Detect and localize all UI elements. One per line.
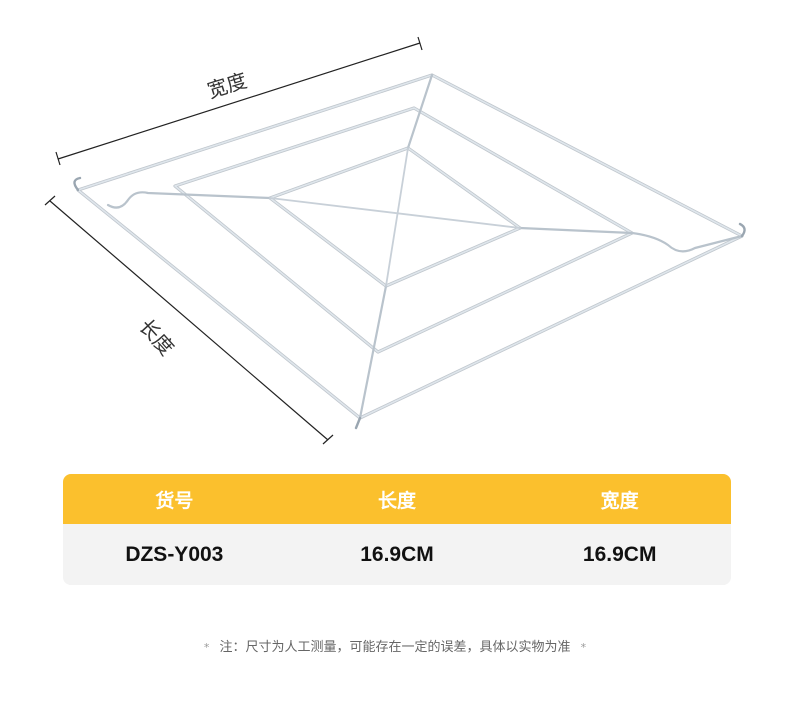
product-illustration: 宽度 长度 <box>44 36 746 445</box>
wire-trivet-image <box>73 73 746 430</box>
table-header-row: 货号 长度 宽度 <box>63 474 731 524</box>
table-row: DZS-Y003 16.9CM 16.9CM <box>63 524 731 585</box>
width-dimension-line <box>55 36 423 166</box>
header-item-number: 货号 <box>155 489 194 512</box>
cell-item-number: DZS-Y003 <box>125 542 224 566</box>
length-dimension-line <box>44 195 334 445</box>
note-star-icon: * <box>580 641 587 654</box>
spec-table: 货号 长度 宽度 DZS-Y003 16.9CM 16.9CM <box>63 474 731 585</box>
cell-width: 16.9CM <box>582 542 657 566</box>
width-label: 宽度 <box>204 68 249 103</box>
note-text: 注：尺寸为人工测量，可能存在一定的误差，具体以实物为准 <box>219 640 571 655</box>
cell-length: 16.9CM <box>360 542 434 566</box>
note-star-icon: * <box>203 641 210 654</box>
measurement-note: * 注：尺寸为人工测量，可能存在一定的误差，具体以实物为准 * <box>0 636 790 655</box>
length-label: 长度 <box>134 314 179 360</box>
header-width: 宽度 <box>600 489 639 512</box>
header-length: 长度 <box>378 489 417 512</box>
